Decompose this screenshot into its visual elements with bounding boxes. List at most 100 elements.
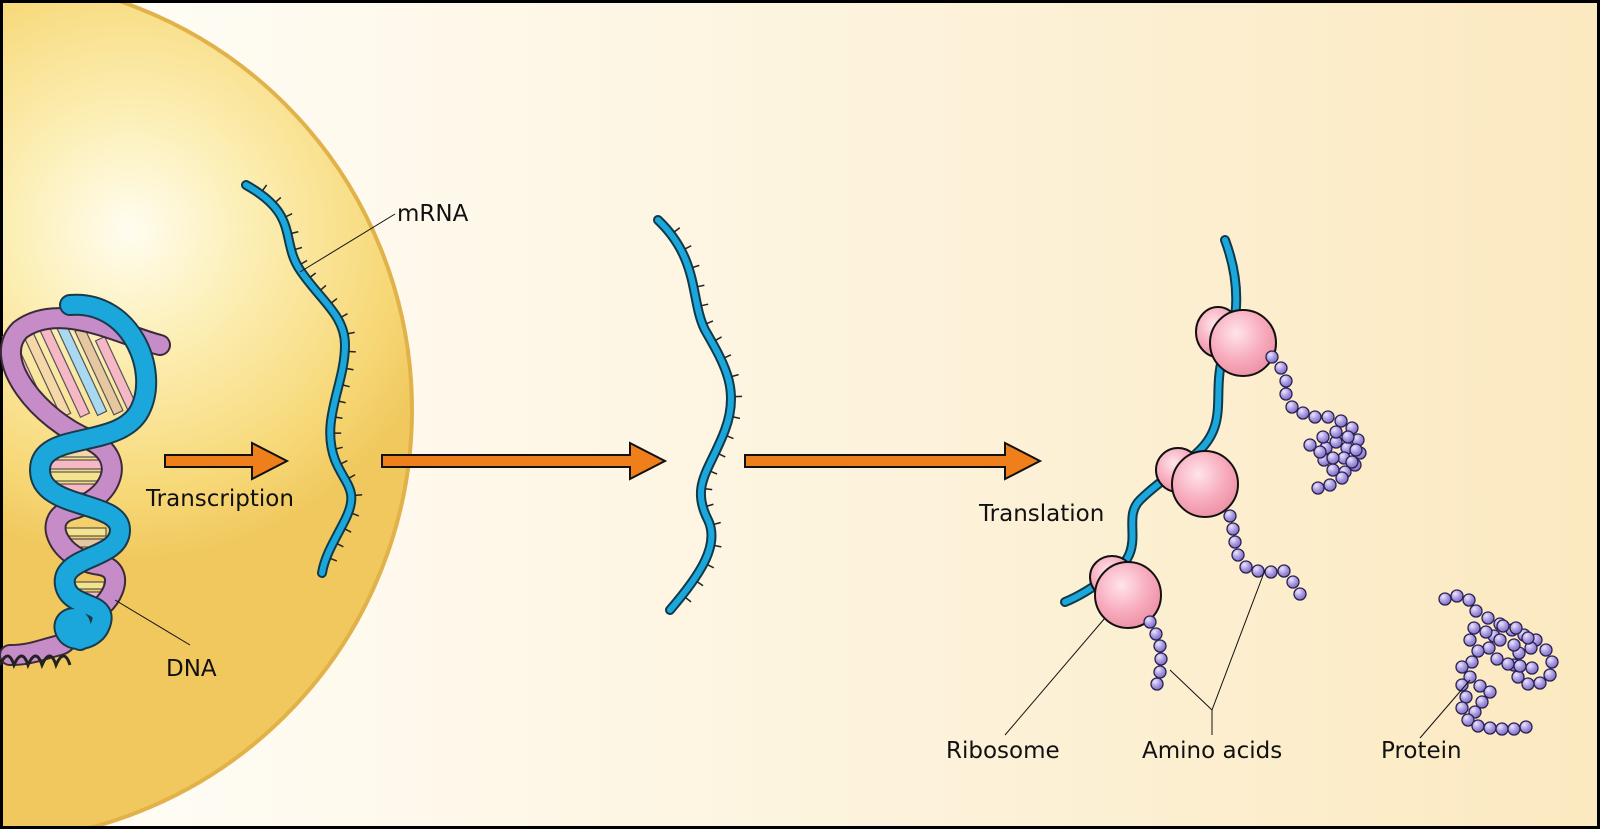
amino-acid-bead	[1482, 641, 1496, 655]
label-dna: DNA	[166, 656, 217, 682]
amino-acid-bead	[1334, 414, 1348, 428]
amino-acid-bead	[1545, 655, 1559, 669]
amino-acid-bead	[1321, 410, 1335, 424]
amino-acid-bead	[1463, 633, 1477, 647]
codon-tick	[707, 563, 715, 569]
amino-acid-bead	[1150, 677, 1164, 691]
codon-tick	[710, 470, 718, 475]
leader-ribosome	[1004, 617, 1106, 736]
amino-acid-bead	[1495, 722, 1509, 736]
amino-acid-bead	[1264, 565, 1278, 579]
codon-tick	[335, 446, 343, 450]
amino-acid-bead	[1543, 668, 1557, 682]
label-mrna: mRNA	[397, 201, 469, 227]
codon-tick	[696, 581, 704, 587]
codon-tick	[285, 213, 293, 218]
amino-acid-bead	[1153, 639, 1167, 653]
amino-acid-bead	[1274, 361, 1288, 375]
amino-acid-bead	[1293, 587, 1307, 601]
amino-acid-bead	[1153, 665, 1167, 679]
codon-tick	[706, 320, 714, 325]
codon-tick	[330, 557, 338, 562]
ribosome-top	[1195, 306, 1277, 377]
amino-acid-bead	[1455, 660, 1469, 674]
codon-tick	[715, 336, 722, 341]
codon-tick	[351, 512, 360, 517]
amino-acid-bead	[1226, 522, 1240, 536]
amino-acid-bead	[1279, 387, 1293, 401]
amino-acid-bead	[1533, 676, 1547, 690]
codon-tick	[673, 227, 681, 233]
amino-acid-bead	[1329, 425, 1343, 439]
label-transcription: Transcription	[145, 486, 294, 512]
amino-acid-bead	[1455, 701, 1469, 715]
label-translation: Translation	[978, 501, 1104, 527]
polysome	[1060, 235, 1367, 691]
amino-acid-bead	[1507, 638, 1521, 652]
amino-acid-bead	[1223, 509, 1237, 523]
leader-protein	[1419, 679, 1471, 739]
amino-acid-bead	[1513, 659, 1527, 673]
codon-tick	[701, 303, 709, 307]
amino-acid-bead	[1313, 445, 1327, 459]
amino-acid-bead	[1143, 615, 1157, 629]
amino-acid-bead	[1311, 481, 1325, 495]
codon-tick	[347, 331, 355, 335]
codon-tick	[732, 416, 741, 420]
amino-acid-bead	[1521, 631, 1535, 645]
codon-tick	[309, 272, 317, 278]
amino-acid-bead	[1461, 713, 1475, 727]
amino-acid-bead	[1521, 677, 1535, 691]
codon-tick	[300, 259, 308, 265]
codon-tick	[320, 284, 327, 291]
codon-tick	[685, 596, 692, 603]
amino-acid-bead	[1496, 619, 1510, 633]
codon-tick	[718, 453, 726, 458]
amino-acid-bead	[1149, 627, 1163, 641]
amino-acid-bead	[1525, 661, 1539, 675]
codon-tick	[348, 474, 356, 479]
amino-acid-bead	[1493, 633, 1507, 647]
codon-tick	[705, 487, 713, 491]
codon-tick	[697, 284, 705, 288]
amino-acid-bead	[1303, 438, 1317, 452]
amino-acid-bead	[1154, 652, 1168, 666]
codon-tick	[731, 373, 739, 378]
codon-tick	[335, 416, 343, 419]
folded-protein	[1438, 589, 1559, 736]
dna-helix	[0, 293, 171, 670]
amino-acid-bead	[1469, 604, 1483, 618]
codon-tick	[344, 528, 352, 533]
amino-acid-bead	[1341, 430, 1355, 444]
label-ribosome: Ribosome	[946, 738, 1060, 764]
amino-acid-bead	[1509, 621, 1523, 635]
amino-acid-bead	[1231, 548, 1245, 562]
amino-acid-bead	[1507, 722, 1521, 736]
amino-acid-chain-long	[1265, 350, 1367, 495]
amino-acid-bead	[1335, 471, 1349, 485]
codon-tick	[261, 184, 268, 192]
amino-acid-bead	[1539, 643, 1553, 657]
codon-tick	[355, 494, 363, 497]
amino-acid-bead	[1483, 721, 1497, 735]
amino-acid-bead	[1323, 478, 1337, 492]
arrow-translation	[744, 441, 1043, 481]
ribosome-middle	[1155, 447, 1239, 518]
amino-acid-bead	[1483, 685, 1497, 699]
arrow-transcription	[164, 441, 290, 481]
codon-tick	[706, 503, 714, 507]
amino-acid-bead	[1438, 592, 1452, 606]
label-amino-acids: Amino acids	[1142, 738, 1282, 764]
mrna-strand-nucleus	[241, 180, 363, 578]
codon-tick	[294, 246, 303, 251]
ribosome-bottom	[1089, 555, 1162, 629]
leader-mrna	[299, 213, 396, 273]
codon-tick	[692, 264, 700, 269]
codon-tick	[346, 367, 354, 371]
amino-acid-bead	[1228, 535, 1242, 549]
amino-acid-bead	[1279, 374, 1293, 388]
amino-acid-bead	[1455, 678, 1469, 692]
amino-acid-bead	[1326, 451, 1340, 465]
